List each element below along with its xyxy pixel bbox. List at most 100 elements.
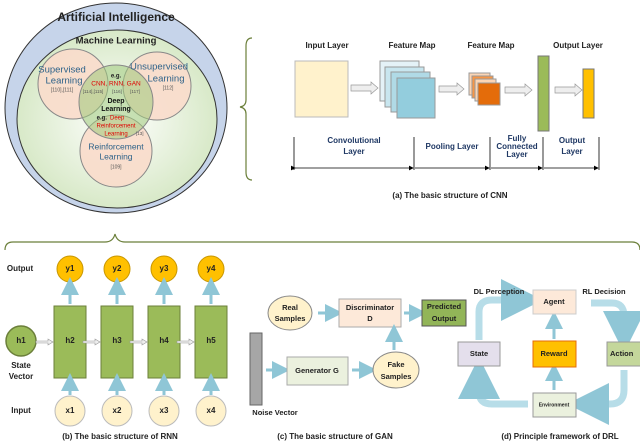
state-box <box>457 341 501 367</box>
input-node <box>148 395 180 427</box>
rnn-caption: (b) The basic structure of RNN <box>62 432 178 441</box>
output-node-label: y4 <box>207 264 216 273</box>
discriminator-label: Discriminator <box>346 303 394 312</box>
pooling-layer-label: Pooling Layer <box>426 142 479 151</box>
conv-layer-label: Convolutional <box>327 136 380 145</box>
discriminator-box <box>338 298 402 328</box>
unsupervised-refs: [112] <box>163 85 174 91</box>
rl-decision-arrow <box>591 299 640 353</box>
generator-label: Generator G <box>295 366 339 375</box>
input-label: Input <box>11 406 31 415</box>
output-layer-label: Output Layer <box>553 41 603 50</box>
real-samples-node <box>267 295 313 331</box>
drl-refs: [13] <box>136 131 144 136</box>
hidden-state-label: h4 <box>159 336 169 345</box>
hidden-state-label: h5 <box>206 336 216 345</box>
venn-diagram: Artificial Intelligence Machine Learning… <box>4 2 228 214</box>
input-node <box>54 395 86 427</box>
dl-examples: CNN, RNN, GAN <box>91 81 141 88</box>
deep-label-2: Learning <box>101 106 131 113</box>
layer-dividers <box>291 137 600 171</box>
unsupervised-label: Unsupervised <box>130 62 188 73</box>
input-node-label: x3 <box>160 406 169 415</box>
rl-decision-label: RL Decision <box>582 287 626 296</box>
fc-label-3: Layer <box>506 150 527 159</box>
output-node-label: y1 <box>66 264 75 273</box>
h1-label: h1 <box>16 336 26 345</box>
feature-map-label-2: Feature Map <box>467 41 514 50</box>
drl-panel: DL Perception RL Decision Agent State Re… <box>457 279 640 441</box>
predicted-output-label-2: Output <box>432 314 457 323</box>
environment-box <box>532 392 577 418</box>
input-layer-box <box>294 60 349 118</box>
input-node-label: x4 <box>207 406 216 415</box>
hidden-state-label: h3 <box>112 336 122 345</box>
arrow <box>438 82 465 96</box>
reinforcement-refs: [109] <box>110 164 122 170</box>
fully-connected-bar <box>537 55 550 132</box>
output-node-label: y3 <box>160 264 169 273</box>
state-vector-label: State <box>11 361 31 370</box>
recurrent-arrow <box>176 338 195 346</box>
recurrent-arrow <box>129 338 148 346</box>
real-samples-label-2: Samples <box>275 314 306 323</box>
rnn-panel: Output Input h1 State Vector (b) The bas… <box>5 255 228 441</box>
hidden-state-label: h2 <box>65 336 75 345</box>
left-brace <box>239 37 253 181</box>
arrow <box>504 83 533 97</box>
output-bar <box>582 68 595 119</box>
action-label: Action <box>610 349 634 358</box>
deep-learning-circle <box>78 64 154 140</box>
fake-samples-label-2: Samples <box>381 372 412 381</box>
feature-map-2d <box>477 82 501 106</box>
output-label: Output <box>7 264 34 273</box>
action-box <box>606 341 640 367</box>
out-layer-label: Output <box>559 136 586 145</box>
environment-state-arrow <box>458 357 528 408</box>
unsupervised-label-2: Learning <box>148 74 185 85</box>
arrow <box>350 81 379 95</box>
real-samples-label: Real <box>282 303 298 312</box>
input-node <box>101 395 133 427</box>
noise-vector-bar <box>249 332 263 406</box>
input-node-label: x2 <box>113 406 122 415</box>
reward-box <box>532 340 577 368</box>
predicted-output-box <box>421 299 467 327</box>
drl-example-2: Reinforcement <box>96 124 135 130</box>
dl-refs-1: [114],[115] <box>83 89 104 94</box>
fc-label-1: Fully <box>508 134 527 143</box>
cnn-panel: Input Layer Feature Map Feature Map Outp… <box>291 41 603 200</box>
drl-example-1: Deep <box>110 116 125 122</box>
hidden-state-box <box>194 305 228 379</box>
fake-samples-node <box>372 351 420 389</box>
supervised-label-2: Learning <box>46 76 83 87</box>
dl-perception-label: DL Perception <box>474 287 525 296</box>
input-layer-label: Input Layer <box>305 41 348 50</box>
input-node <box>195 395 227 427</box>
ai-label: Artificial Intelligence <box>57 10 175 24</box>
noise-vector-label: Noise Vector <box>252 408 298 417</box>
fake-samples-label: Fake <box>387 360 404 369</box>
reinforcement-label: Reinforcement <box>88 141 144 151</box>
state-label: State <box>470 349 488 358</box>
drl-example-3: Learning <box>104 132 127 138</box>
cnn-caption: (a) The basic structure of CNN <box>392 191 507 200</box>
eg-label: e.g. <box>111 74 122 80</box>
output-node-label: y2 <box>113 264 122 273</box>
dl-refs-3: [117] <box>130 89 140 94</box>
environment-label: Environment <box>539 402 570 408</box>
reinforcement-label-2: Learning <box>99 151 132 161</box>
supervised-label: Supervised <box>38 65 86 76</box>
state-vector-label-2: Vector <box>9 372 33 381</box>
dl-perception-arrow <box>475 279 543 340</box>
feature-map-label-1: Feature Map <box>388 41 435 50</box>
predicted-output-label: Predicted <box>427 302 462 311</box>
ml-label: Machine Learning <box>76 36 157 47</box>
eg2-label: e.g. <box>97 116 108 122</box>
recurrent-arrow <box>35 338 54 346</box>
action-environment-arrow <box>567 370 628 425</box>
feature-map-1d <box>396 77 436 119</box>
gan-caption: (c) The basic structure of GAN <box>277 432 393 441</box>
out-layer-label-2: Layer <box>561 147 582 156</box>
conv-layer-label-2: Layer <box>343 147 364 156</box>
